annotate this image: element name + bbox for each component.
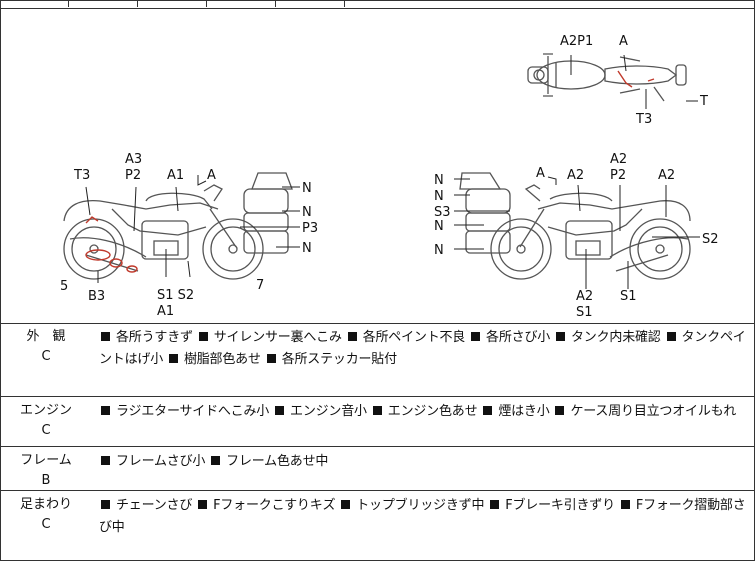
condition-item: Fブレーキ引きずり bbox=[505, 498, 615, 513]
label-right-a2c: A2 bbox=[658, 168, 675, 183]
label-left-t3: T3 bbox=[73, 168, 90, 183]
bullet-square-icon bbox=[556, 332, 565, 341]
category-grade: C bbox=[41, 423, 51, 438]
condition-item: チェーンさび bbox=[116, 498, 193, 513]
right-side-motorcycle bbox=[459, 172, 691, 280]
category-name: 足まわり bbox=[19, 497, 72, 512]
condition-item: 各所ステッカー貼付 bbox=[281, 352, 397, 367]
condition-item: タンク内未確認 bbox=[571, 330, 661, 345]
label-top-t3: T3 bbox=[635, 112, 652, 127]
condition-item: 樹脂部色あせ bbox=[183, 352, 261, 367]
bullet-square-icon bbox=[198, 500, 208, 509]
condition-item: エンジン音小 bbox=[290, 404, 367, 419]
label-right-s1b: S1 bbox=[620, 289, 637, 304]
condition-item: ケース周り目立つオイルもれ bbox=[570, 404, 737, 419]
bullet-square-icon bbox=[372, 406, 382, 415]
condition-items: フレームさび小 フレーム色あせ中 bbox=[99, 447, 747, 473]
left-side-motorcycle bbox=[63, 172, 293, 280]
bullet-square-icon bbox=[341, 500, 351, 509]
label-right-s2: S2 bbox=[702, 232, 719, 247]
bullet-square-icon bbox=[198, 332, 208, 341]
bullet-square-icon bbox=[266, 354, 276, 363]
condition-item: 煙はき小 bbox=[498, 404, 550, 419]
condition-row-frame: フレーム B フレームさび小 フレーム色あせ中 bbox=[0, 447, 755, 491]
label-right-s3: S3 bbox=[434, 205, 451, 220]
condition-items: 各所うすきず サイレンサー裏へこみ 各所ペイント不良 各所さび小 タンク内未確認… bbox=[99, 323, 747, 371]
label-left-a3: A3 bbox=[125, 152, 142, 167]
label-right-a2d: A2 bbox=[576, 289, 593, 304]
label-right-a: A bbox=[536, 166, 545, 181]
condition-item: フレームさび小 bbox=[116, 454, 206, 469]
category-name: 外 観 bbox=[26, 329, 66, 344]
label-left-a1b: A1 bbox=[157, 304, 174, 319]
condition-row-suspension: 足まわり C チェーンさび Fフォークこすりキズ トップブリッジきず中 Fブレー… bbox=[0, 491, 755, 561]
bullet-square-icon bbox=[347, 332, 357, 341]
condition-table: 外 観 C 各所うすきず サイレンサー裏へこみ 各所ペイント不良 各所さび小 タ… bbox=[0, 323, 755, 561]
label-right-n1: N bbox=[434, 173, 444, 188]
condition-row-engine: エンジン C ラジエターサイドへこみ小 エンジン音小 エンジン色あせ 煙はき小 … bbox=[0, 397, 755, 447]
label-left-n2: N bbox=[302, 205, 312, 220]
bullet-square-icon bbox=[101, 406, 110, 415]
bullet-square-icon bbox=[101, 500, 110, 509]
bullet-square-icon bbox=[101, 456, 110, 465]
label-top-a: A bbox=[619, 34, 628, 49]
bullet-square-icon bbox=[483, 406, 493, 415]
label-left-s1s2: S1 S2 bbox=[157, 288, 194, 303]
label-left-7: 7 bbox=[256, 278, 264, 293]
damage-marks bbox=[85, 70, 655, 273]
label-right-a2b: A2 bbox=[610, 152, 627, 167]
bullet-square-icon bbox=[490, 500, 500, 509]
condition-item: 各所うすきず bbox=[116, 330, 193, 345]
condition-item: エンジン色あせ bbox=[387, 404, 478, 419]
condition-item: ラジエターサイドへこみ小 bbox=[116, 404, 270, 419]
label-left-5: 5 bbox=[60, 279, 68, 294]
bullet-square-icon bbox=[168, 354, 178, 363]
label-right-a2a: A2 bbox=[567, 168, 584, 183]
motorcycle-damage-diagram: A2P1 A T T3 A3 P2 T3 A1 A N N P3 N 5 B3 … bbox=[0, 8, 755, 324]
condition-row-exterior: 外 観 C 各所うすきず サイレンサー裏へこみ 各所ペイント不良 各所さび小 タ… bbox=[0, 323, 755, 397]
category-grade: C bbox=[41, 349, 51, 364]
category-grade: B bbox=[41, 473, 51, 488]
label-left-a: A bbox=[207, 168, 216, 183]
bullet-square-icon bbox=[101, 332, 110, 341]
condition-item: フレーム色あせ中 bbox=[226, 454, 329, 469]
label-left-n1: N bbox=[302, 181, 312, 196]
condition-item: Fフォーク摺動部さび中 bbox=[99, 498, 746, 535]
label-right-n4: N bbox=[434, 243, 444, 258]
label-left-p3: P3 bbox=[302, 221, 318, 236]
diagram-labels: A2P1 A T T3 A3 P2 T3 A1 A N N P3 N 5 B3 … bbox=[60, 34, 719, 320]
leader-lines bbox=[85, 54, 700, 289]
bullet-square-icon bbox=[471, 332, 481, 341]
condition-item: トップブリッジきず中 bbox=[356, 498, 485, 513]
label-top-t: T bbox=[699, 94, 708, 109]
bullet-square-icon bbox=[666, 332, 676, 341]
label-left-a1: A1 bbox=[167, 168, 184, 183]
label-top-a2p1: A2P1 bbox=[560, 34, 593, 49]
bullet-square-icon bbox=[211, 456, 221, 465]
condition-item: 各所ペイント不良 bbox=[362, 330, 466, 345]
label-left-n3: N bbox=[302, 241, 312, 256]
label-left-p2: P2 bbox=[125, 168, 141, 183]
condition-item: サイレンサー裏へこみ bbox=[213, 330, 342, 345]
label-right-n3: N bbox=[434, 219, 444, 234]
label-left-b3: B3 bbox=[88, 289, 105, 304]
diagram-svg: A2P1 A T T3 A3 P2 T3 A1 A N N P3 N 5 B3 … bbox=[60, 34, 719, 320]
bullet-square-icon bbox=[275, 406, 285, 415]
label-right-s1a: S1 bbox=[576, 305, 593, 320]
label-right-p2: P2 bbox=[610, 168, 626, 183]
condition-item: Fフォークこすりキズ bbox=[213, 498, 336, 513]
bullet-square-icon bbox=[620, 500, 630, 509]
condition-item: タンクペイントはげ小 bbox=[99, 330, 746, 367]
category-name: エンジン bbox=[19, 403, 72, 418]
label-right-n2: N bbox=[434, 189, 444, 204]
condition-item: 各所さび小 bbox=[486, 330, 551, 345]
top-table-strip bbox=[0, 0, 755, 8]
condition-items: ラジエターサイドへこみ小 エンジン音小 エンジン色あせ 煙はき小 ケース周り目立… bbox=[99, 397, 747, 423]
condition-items: チェーンさび Fフォークこすりキズ トップブリッジきず中 Fブレーキ引きずり F… bbox=[99, 491, 747, 539]
top-view-motorcycle bbox=[527, 53, 687, 102]
category-name: フレーム bbox=[20, 453, 72, 468]
bullet-square-icon bbox=[555, 406, 565, 415]
category-grade: C bbox=[41, 517, 51, 532]
